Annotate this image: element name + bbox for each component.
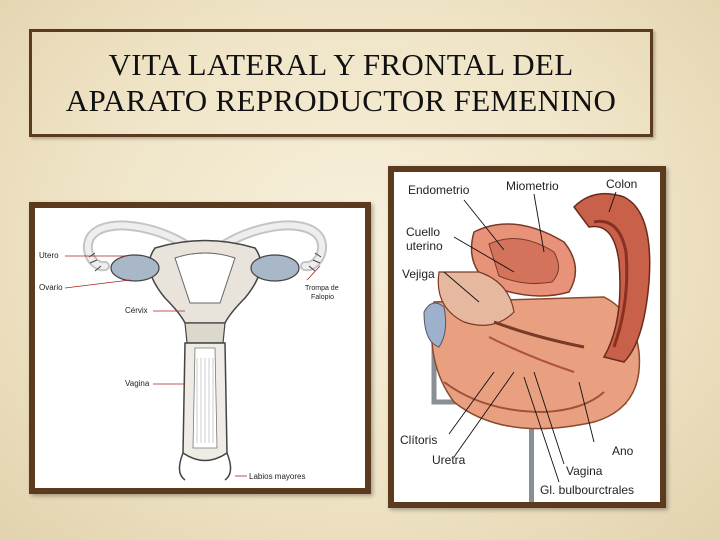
label-glandulas: Gl. bulbourctrales <box>540 483 634 497</box>
label-utero: Utero <box>39 251 59 260</box>
title-box: VITA LATERAL Y FRONTAL DEL APARATO REPRO… <box>29 29 653 137</box>
right-ovary-shape <box>251 255 299 281</box>
title-line-2: APARATO REPRODUCTOR FEMENINO <box>66 83 616 119</box>
label-vagina-lateral: Vagina <box>566 464 603 478</box>
frontal-view-diagram: Utero Ovario Cérvix Vagina Trompa de Fal… <box>35 208 365 488</box>
lateral-view-frame: Endometrio Miometrio Colon Cuello uterin… <box>388 166 666 508</box>
label-cuello-2: uterino <box>406 239 443 253</box>
label-colon: Colon <box>606 177 637 191</box>
label-labios: Labios mayores <box>249 472 305 481</box>
label-miometrio: Miometrio <box>506 179 559 193</box>
label-ovario: Ovario <box>39 283 63 292</box>
label-vagina: Vagina <box>125 379 150 388</box>
label-trompa-2: Falopio <box>311 294 334 301</box>
label-uretra: Uretra <box>432 453 466 467</box>
label-trompa-1: Trompa de <box>305 285 339 292</box>
left-ovary-shape <box>111 255 159 281</box>
label-vejiga: Vejiga <box>402 267 435 281</box>
label-clitoris: Clítoris <box>400 433 437 447</box>
label-cervix: Cérvix <box>125 306 148 315</box>
label-endometrio: Endometrio <box>408 183 470 197</box>
lateral-view-model: Endometrio Miometrio Colon Cuello uterin… <box>394 172 660 502</box>
title-line-1: VITA LATERAL Y FRONTAL DEL <box>109 47 574 83</box>
label-ano: Ano <box>612 444 634 458</box>
label-cuello-1: Cuello <box>406 225 440 239</box>
frontal-view-frame: Utero Ovario Cérvix Vagina Trompa de Fal… <box>29 202 371 494</box>
